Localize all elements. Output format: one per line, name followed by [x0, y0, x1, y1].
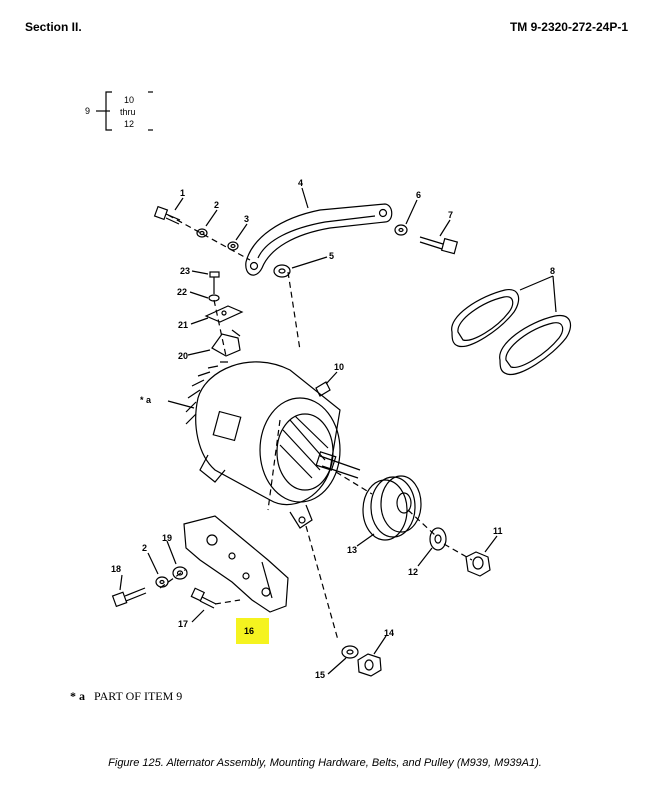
washer-15	[341, 645, 359, 659]
bolt-17	[190, 587, 217, 609]
callout-11: 11	[493, 526, 503, 536]
section-label: Section II.	[25, 20, 82, 34]
reference-box: 9 10 thru 12	[85, 91, 153, 131]
callout-17: 17	[178, 619, 188, 629]
ref-box-item: 9	[85, 106, 90, 116]
callout-2b: 2	[142, 543, 147, 553]
callout-star-a: * a	[140, 395, 152, 405]
callout-7: 7	[448, 210, 453, 220]
washer-5	[273, 264, 291, 278]
mounting-bracket-16	[183, 515, 289, 613]
callout-23: 23	[180, 266, 190, 276]
callout-2: 2	[214, 200, 219, 210]
legend-text: PART OF ITEM 9	[94, 689, 183, 703]
callout-21: 21	[178, 320, 188, 330]
ref-box-line1: 10	[124, 95, 134, 105]
bolt-18	[111, 587, 147, 608]
bolt-7	[419, 236, 459, 255]
nut-11	[465, 551, 491, 577]
washer-2b	[155, 576, 169, 588]
callout-19: 19	[162, 533, 172, 543]
callout-3: 3	[244, 214, 249, 224]
callout-18: 18	[111, 564, 121, 574]
callout-13: 13	[347, 545, 357, 555]
washer-12	[429, 527, 447, 551]
nut-14	[357, 653, 382, 677]
washer-6	[394, 224, 408, 236]
callout-8: 8	[550, 266, 555, 276]
leader-lines	[119, 187, 557, 675]
adjusting-strap	[245, 203, 393, 276]
callout-6: 6	[416, 190, 421, 200]
callout-1: 1	[180, 188, 185, 198]
alternator-body	[185, 361, 361, 529]
washer-2	[196, 228, 208, 238]
callout-12: 12	[408, 567, 418, 577]
tm-number: TM 9-2320-272-24P-1	[509, 20, 628, 34]
legend-star: * a	[70, 689, 85, 703]
washer-19	[172, 566, 188, 580]
callout-5: 5	[329, 251, 334, 261]
small-hardware-stack	[204, 271, 244, 357]
legend: * a PART OF ITEM 9	[70, 689, 182, 704]
callout-20: 20	[178, 351, 188, 361]
callout-4: 4	[298, 178, 303, 188]
callout-14: 14	[384, 628, 394, 638]
highlight-item-16	[236, 618, 269, 644]
callout-16: 16	[244, 626, 254, 636]
ref-box-line2: thru	[120, 107, 136, 117]
ref-box-line3: 12	[124, 119, 134, 129]
pulley-13	[362, 475, 422, 541]
callout-22: 22	[177, 287, 187, 297]
callout-15: 15	[315, 670, 325, 680]
drive-belts	[451, 288, 572, 376]
alignment-lines	[159, 214, 473, 641]
figure-caption: Figure 125. Alternator Assembly, Mountin…	[108, 757, 542, 769]
callout-10: 10	[334, 362, 344, 372]
